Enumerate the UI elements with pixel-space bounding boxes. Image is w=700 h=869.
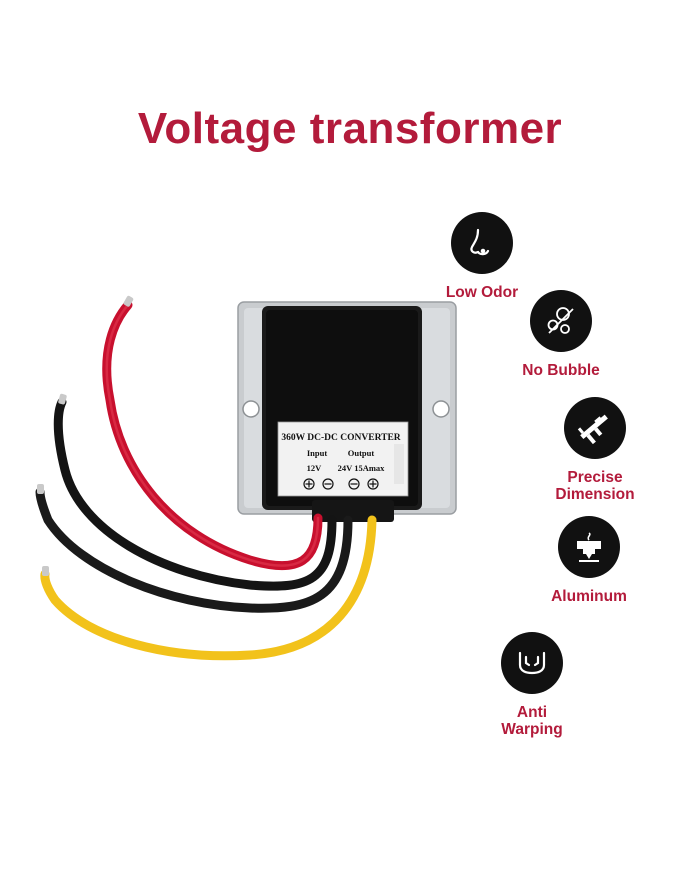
feature-aluminum: Aluminum bbox=[543, 516, 635, 605]
input-label: Input bbox=[307, 448, 327, 458]
warping-icon bbox=[501, 632, 563, 694]
extruder-icon bbox=[558, 516, 620, 578]
cable-gland bbox=[312, 500, 394, 522]
feature-low-odor: Low Odor bbox=[442, 212, 522, 301]
nose-icon bbox=[451, 212, 513, 274]
bubble-icon bbox=[530, 290, 592, 352]
caliper-icon bbox=[564, 397, 626, 459]
output-value: 24V 15Amax bbox=[338, 463, 386, 473]
feature-label: Aluminum bbox=[551, 588, 627, 605]
wires bbox=[35, 300, 377, 661]
feature-label: Anti Warping bbox=[501, 704, 563, 738]
label-title: 360W DC-DC CONVERTER bbox=[281, 433, 400, 443]
feature-anti-warping: Anti Warping bbox=[487, 632, 577, 738]
feature-no-bubble: No Bubble bbox=[516, 290, 606, 379]
input-value: 12V bbox=[307, 463, 323, 473]
spec-label: 360W DC-DC CONVERTER Input Output 12V 24… bbox=[277, 421, 409, 497]
wire-tips bbox=[37, 295, 134, 576]
feature-label: Precise Dimension bbox=[555, 469, 635, 503]
output-label: Output bbox=[348, 448, 375, 458]
feature-precise-dimension: Precise Dimension bbox=[540, 397, 650, 503]
feature-label: No Bubble bbox=[522, 362, 600, 379]
page-title: Voltage transformer bbox=[137, 104, 563, 153]
feature-label: Low Odor bbox=[445, 284, 519, 301]
